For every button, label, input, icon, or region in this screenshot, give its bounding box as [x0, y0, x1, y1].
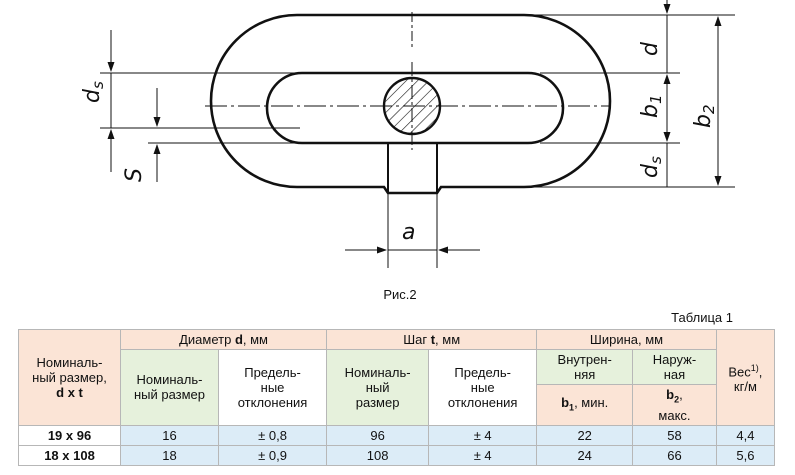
cell-t-tol: ± 4: [428, 444, 538, 466]
header-b2: b2, макс.: [632, 384, 717, 426]
header-diameter-group: Диаметр d, мм: [120, 329, 328, 350]
cell-d: 16: [120, 424, 219, 446]
cell-b1: 22: [536, 424, 634, 446]
cell-d: 18: [120, 444, 219, 466]
header-inner-width: Внутрен-няя: [536, 349, 634, 385]
table-row: 18 x 108 18 ± 0,9 108 ± 4 24 66 5,6: [17, 444, 776, 466]
header-nominal-size: Номиналь- ный размер, d x t: [17, 329, 122, 426]
header-pitch-group: Шаг t, мм: [326, 329, 538, 350]
cell-t: 108: [326, 444, 430, 466]
cell-size: 18 x 108: [17, 444, 122, 466]
header-weight: Вес1), кг/м: [715, 329, 776, 426]
cell-weight: 4,4: [715, 424, 776, 446]
label-b1: b1: [638, 94, 665, 118]
label-s: S: [122, 168, 147, 182]
cell-b1: 24: [536, 444, 634, 466]
link-inner-contour: [265, 71, 565, 145]
label-ds-left: ds: [80, 81, 107, 103]
header-b1: b1, мин.: [536, 384, 634, 426]
label-d: d: [638, 41, 663, 56]
spec-table: Номиналь- ный размер, d x t Диаметр d, м…: [17, 329, 776, 466]
table-caption: Таблица 1: [671, 310, 733, 325]
cell-b2: 58: [632, 424, 717, 446]
figure-caption: Рис.2: [383, 287, 417, 302]
cell-b2: 66: [632, 444, 717, 466]
cell-d-tol: ± 0,9: [217, 444, 328, 466]
label-b2: b2: [691, 104, 718, 128]
cell-t: 96: [326, 424, 430, 446]
cell-t-tol: ± 4: [428, 424, 538, 446]
table-row: 19 x 96 16 ± 0,8 96 ± 4 22 58 4,4: [17, 424, 776, 446]
header-width-group: Ширина, мм: [536, 329, 717, 350]
cell-size: 19 x 96: [17, 424, 122, 446]
label-a: a: [402, 220, 415, 245]
label-ds-right: ds: [638, 156, 665, 178]
cell-weight: 5,6: [715, 444, 776, 466]
header-diam-nominal: Номиналь-ный размер: [120, 349, 219, 426]
cell-d-tol: ± 0,8: [217, 424, 328, 446]
chain-link-drawing: ds S d b1 ds b2 a: [80, 0, 735, 268]
header-outer-width: Наруж-ная: [632, 349, 717, 385]
